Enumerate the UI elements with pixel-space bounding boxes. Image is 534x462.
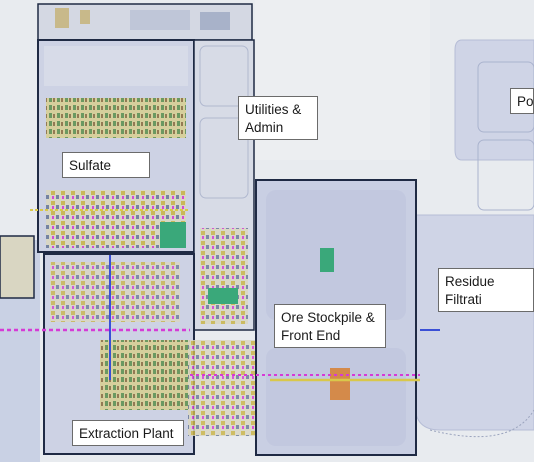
- power-pad: [454, 39, 534, 161]
- ore-stockpile-label: Ore Stockpile & Front End: [274, 304, 386, 348]
- extraction-plant-label: Extraction Plant: [72, 420, 184, 446]
- west-block-boundary: [0, 235, 35, 299]
- utilities-admin-label: Utilities & Admin: [238, 96, 318, 140]
- power-area-partial-label: Po: [510, 88, 534, 114]
- residue-filtration-label: Residue Filtrati & Stockpile: [438, 268, 534, 312]
- sulfate-plant-label: Sulfate Plant: [62, 152, 150, 178]
- residue-pad: [414, 214, 534, 431]
